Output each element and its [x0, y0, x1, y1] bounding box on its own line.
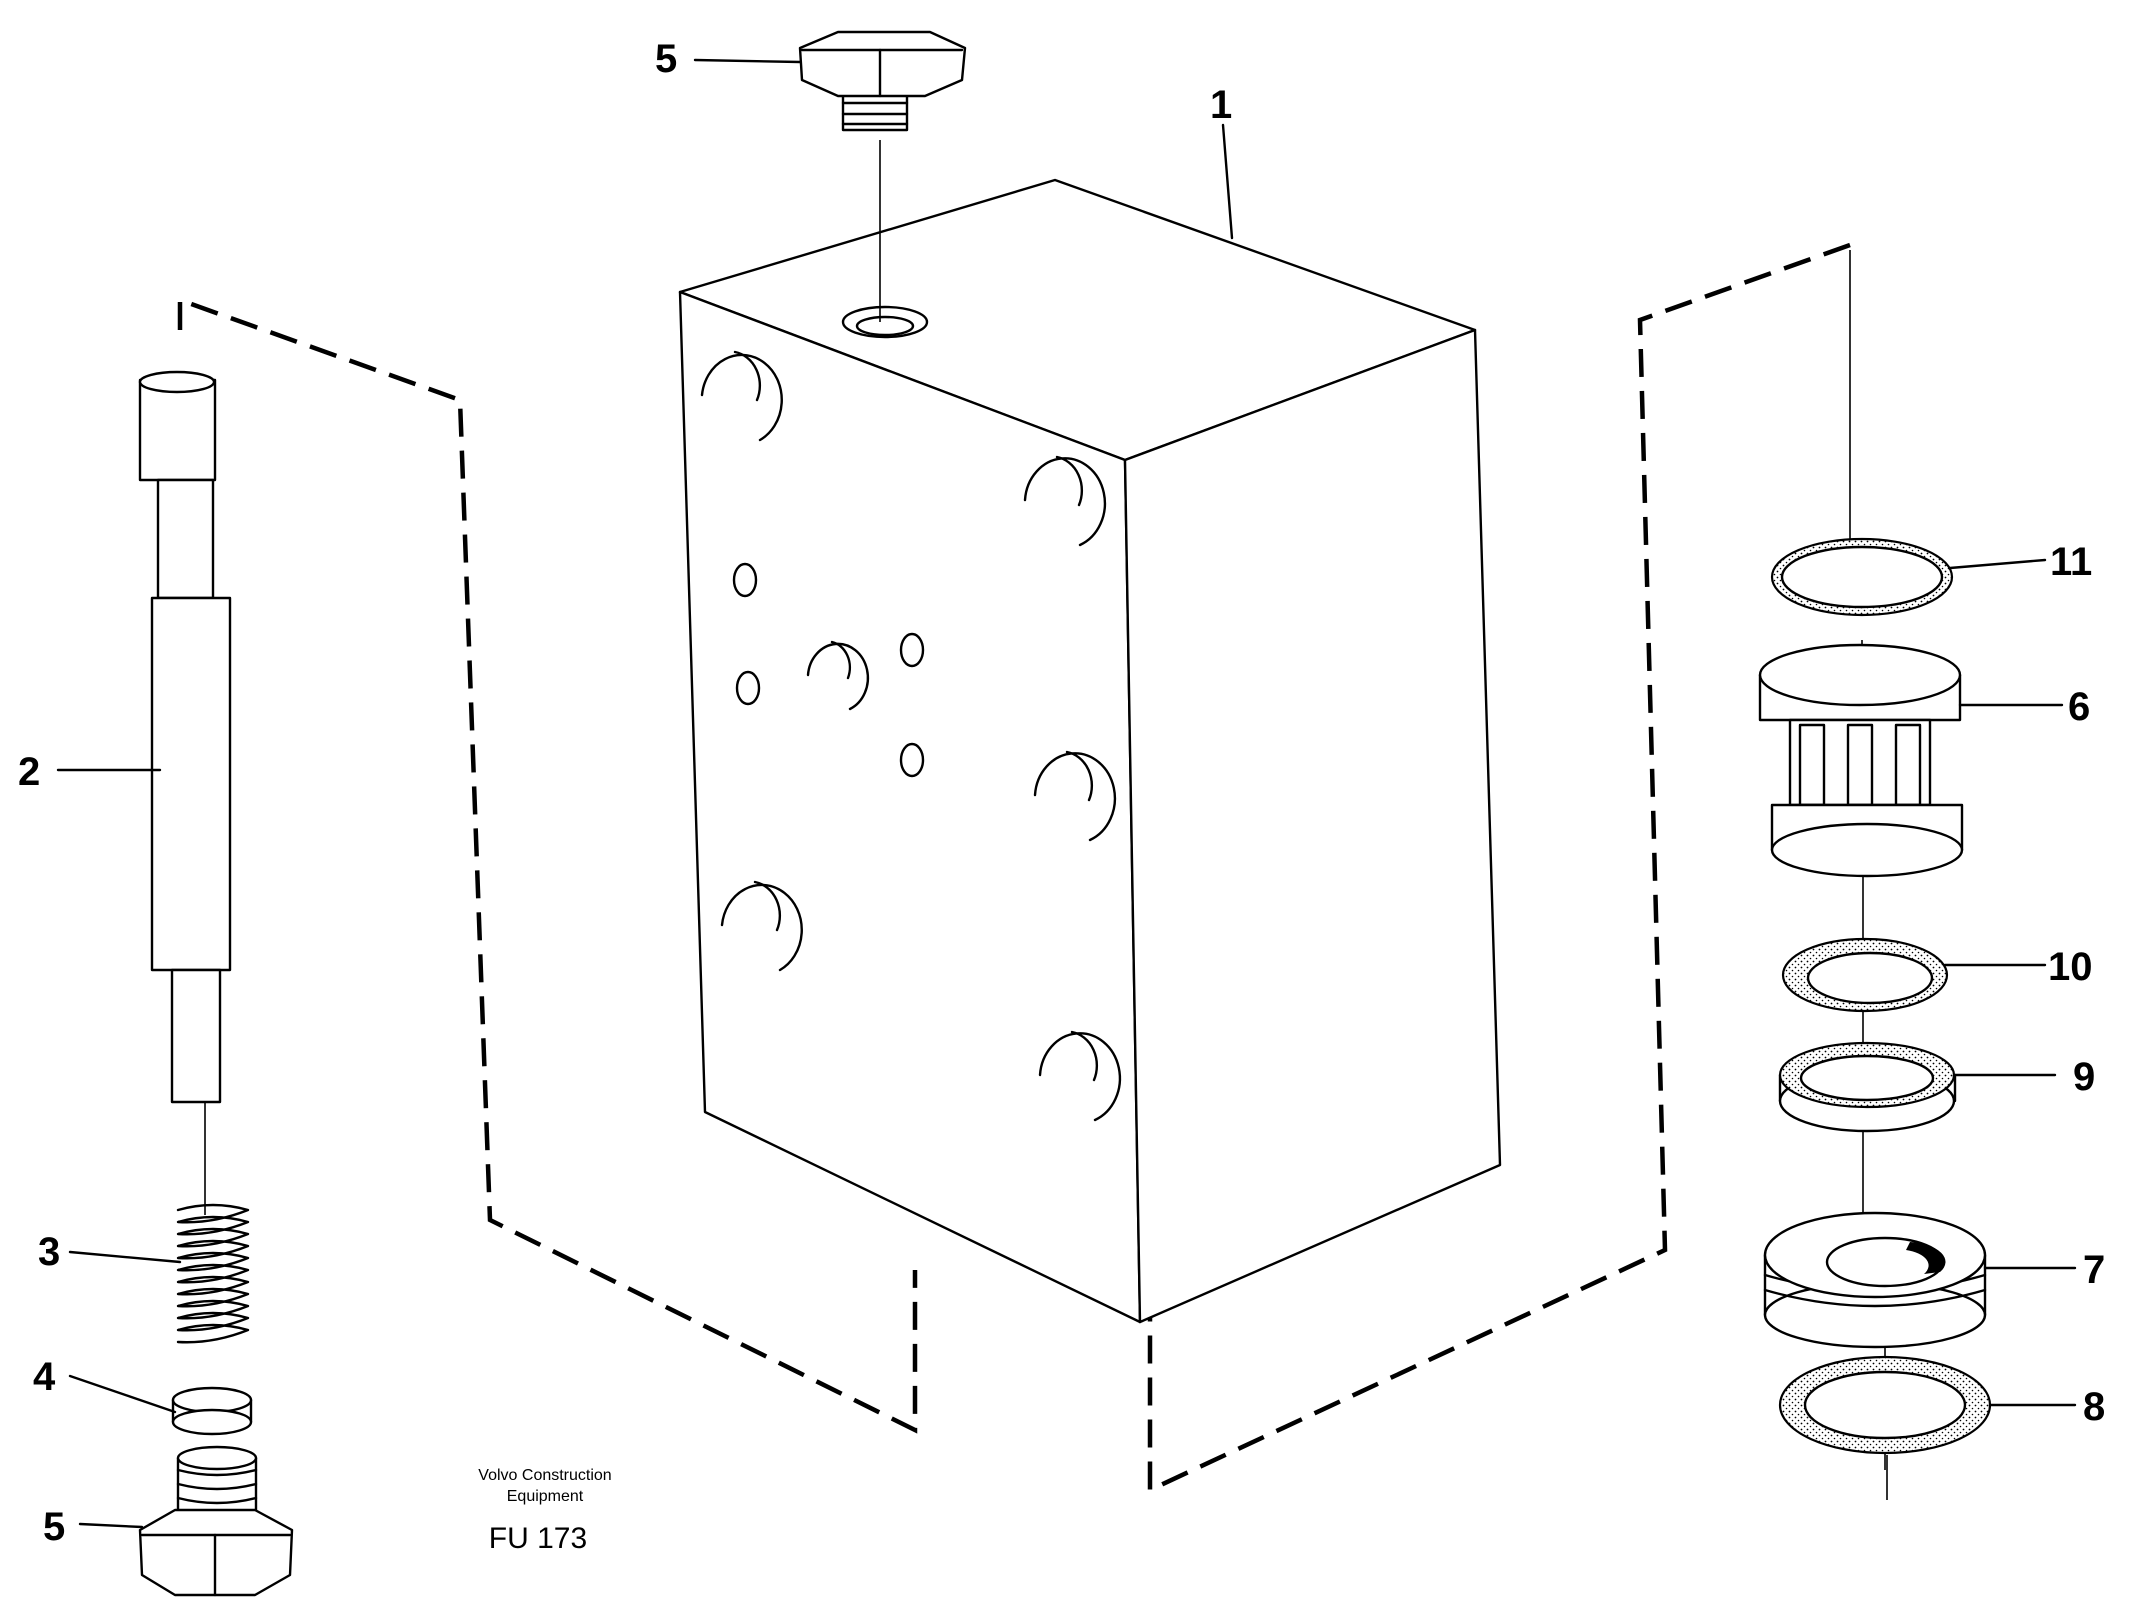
housing-port-center — [806, 640, 870, 711]
callout-part-11: 11 — [2050, 540, 2092, 584]
caption-line-2: Equipment — [507, 1488, 584, 1505]
housing-small-hole — [732, 562, 925, 778]
housing-port — [1033, 750, 1117, 842]
callout-part-8: 8 — [2083, 1385, 2105, 1429]
valve-housing — [678, 178, 1502, 1324]
washer — [171, 1386, 253, 1436]
valve-cage — [1758, 643, 1964, 878]
callout-part-6: 6 — [2068, 685, 2090, 729]
ring-9 — [1778, 1041, 1957, 1133]
leader-lines — [56, 58, 2077, 1529]
plug-bottom — [138, 1445, 294, 1597]
callout-part-5-top: 5 — [655, 37, 677, 81]
housing-port — [720, 880, 803, 972]
housing-port — [1023, 455, 1107, 547]
assembly-guide-left — [177, 296, 918, 1434]
callout-part-5-bottom: 5 — [43, 1505, 65, 1549]
caption-line-1: Volvo Construction — [478, 1467, 611, 1484]
callout-part-2: 2 — [18, 750, 40, 794]
valve-piston — [1763, 1211, 1987, 1349]
callout-part-1: 1 — [1210, 83, 1232, 127]
callout-part-9: 9 — [2073, 1055, 2095, 1099]
piston-rod — [138, 370, 232, 1215]
spring — [176, 1203, 250, 1344]
callout-part-7: 7 — [2083, 1248, 2105, 1292]
seal-ring-11 — [1770, 537, 1954, 617]
housing-port — [1038, 1030, 1122, 1122]
callout-part-3: 3 — [38, 1230, 60, 1274]
assembly-guide-right — [1147, 242, 1851, 1494]
callout-part-4: 4 — [33, 1355, 56, 1399]
plug-top — [798, 30, 967, 322]
ring-10 — [1781, 937, 1949, 1013]
seal-ring-8 — [1778, 1355, 1992, 1455]
callout-part-10: 10 — [2048, 945, 2093, 989]
housing-port — [700, 350, 783, 442]
figure-code: FU 173 — [489, 1522, 587, 1555]
